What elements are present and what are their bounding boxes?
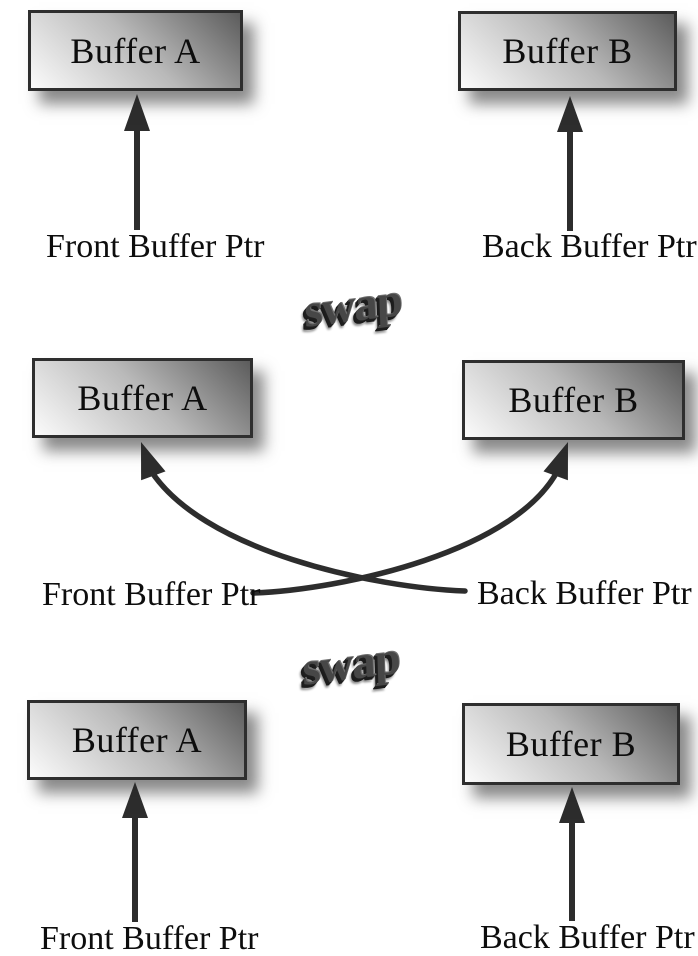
front-ptr-curved-arrow-state2 bbox=[250, 442, 568, 596]
back-buffer-ptr-label-state2: Back Buffer Ptr bbox=[477, 575, 692, 612]
back-buffer-ptr-label-state1: Back Buffer Ptr bbox=[482, 228, 697, 265]
arrowhead-up-icon bbox=[141, 442, 166, 481]
buffer-b-box-state2: Buffer B bbox=[462, 360, 685, 440]
back-ptr-arrow-state1 bbox=[557, 96, 583, 231]
swap-3d-text-1: swap bbox=[303, 273, 403, 339]
buffer-b-label: Buffer B bbox=[502, 31, 633, 71]
buffer-a-label: Buffer A bbox=[77, 378, 208, 418]
front-ptr-arrow-state1 bbox=[124, 94, 150, 230]
back-ptr-curved-arrow-state2 bbox=[141, 442, 468, 594]
arrowhead-up-icon bbox=[543, 442, 568, 481]
back-buffer-ptr-label-state3: Back Buffer Ptr bbox=[480, 919, 695, 956]
buffer-b-box-state3: Buffer B bbox=[462, 703, 680, 785]
buffer-a-box-state1: Buffer A bbox=[28, 10, 243, 91]
buffer-b-label: Buffer B bbox=[508, 380, 639, 420]
front-buffer-ptr-label-state1: Front Buffer Ptr bbox=[46, 228, 265, 265]
back-ptr-arrow-state3 bbox=[559, 787, 585, 921]
buffer-b-box-state1: Buffer B bbox=[458, 11, 677, 91]
buffer-b-label: Buffer B bbox=[505, 724, 637, 764]
buffer-a-box-state3: Buffer A bbox=[27, 700, 247, 780]
arrowhead-up-icon bbox=[122, 782, 148, 818]
buffer-a-box-state2: Buffer A bbox=[32, 358, 253, 438]
arrowhead-up-icon bbox=[557, 96, 583, 132]
front-buffer-ptr-label-state2: Front Buffer Ptr bbox=[42, 576, 261, 613]
front-ptr-arrow-state3 bbox=[122, 782, 148, 922]
arrowhead-up-icon bbox=[124, 94, 150, 131]
buffer-a-label: Buffer A bbox=[71, 720, 203, 760]
swap-3d-text-2: swap bbox=[301, 631, 401, 697]
arrowhead-up-icon bbox=[559, 787, 585, 823]
buffer-a-label: Buffer A bbox=[70, 30, 201, 71]
front-buffer-ptr-label-state3: Front Buffer Ptr bbox=[40, 920, 259, 956]
